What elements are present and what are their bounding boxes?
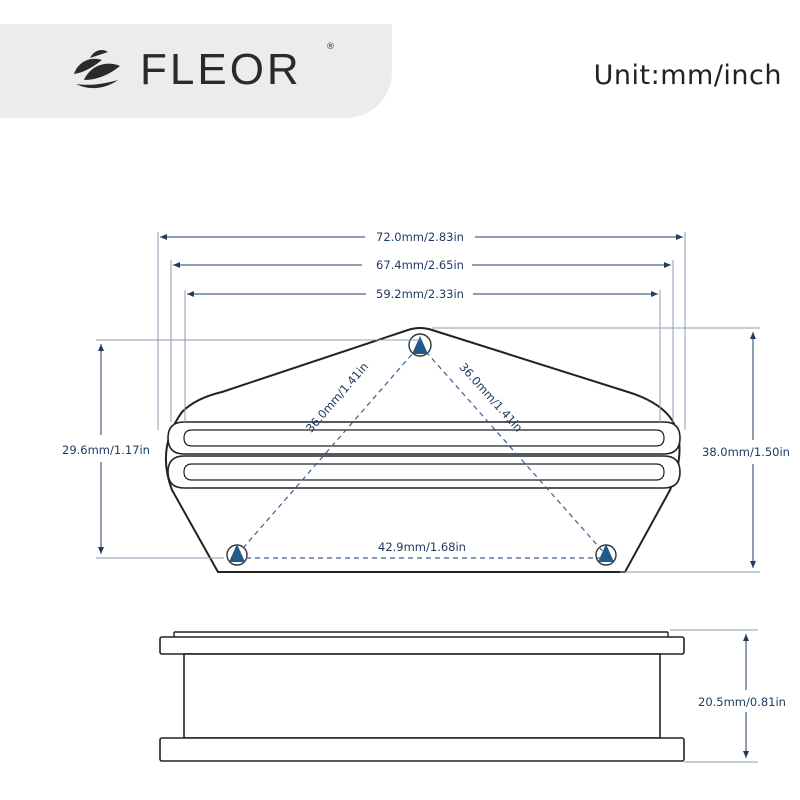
- rail-bottom: [167, 455, 681, 489]
- overall-width-label: 72.0mm/2.83in: [376, 230, 464, 244]
- brand-banner: [0, 24, 392, 118]
- rail-width-label: 59.2mm/2.33in: [376, 287, 464, 301]
- left-height-label: 29.6mm/1.17in: [62, 443, 150, 457]
- side-view-top-plate: [159, 636, 685, 655]
- side-view-body: [183, 653, 661, 739]
- side-view-bottom-plate: [159, 737, 685, 762]
- rail-top: [167, 421, 681, 455]
- inner-width-label: 67.4mm/2.65in: [376, 258, 464, 272]
- brand-name: FLEOR: [140, 45, 302, 94]
- right-diagonal-line: [419, 344, 607, 556]
- side-view: [159, 631, 685, 762]
- side-height-label: 20.5mm/0.81in: [698, 695, 786, 709]
- registered-mark: ®: [326, 42, 335, 52]
- hole-spacing-label: 42.9mm/1.68in: [378, 540, 466, 554]
- right-height-label: 38.0mm/1.50in: [702, 445, 790, 459]
- unit-label: Unit:mm/inch: [593, 60, 782, 91]
- left-diagonal-line: [236, 344, 421, 556]
- leaf-logo-icon: [74, 50, 120, 89]
